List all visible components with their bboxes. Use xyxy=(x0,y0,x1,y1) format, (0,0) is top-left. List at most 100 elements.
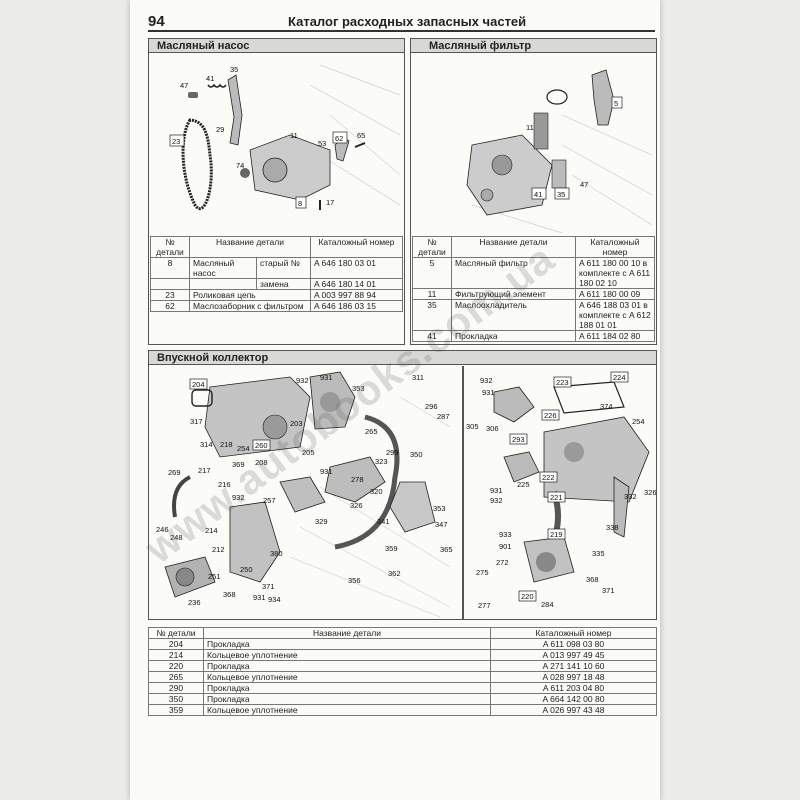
callout-326: 326 xyxy=(350,501,363,510)
callout-62: 62 xyxy=(335,134,343,143)
callout-299: 299 xyxy=(386,448,399,457)
callout-226: 226 xyxy=(544,411,557,420)
intake-right-diagram: 932 931 223 224 305 306 226 374 254 293 … xyxy=(466,371,656,610)
callout-250: 250 xyxy=(240,565,253,574)
table-row: 220 Прокладка A 271 141 10 60 xyxy=(148,660,657,672)
callout-17: 17 xyxy=(326,198,334,207)
callout-35: 35 xyxy=(557,190,565,199)
callout-353: 353 xyxy=(352,384,365,393)
callout-934: 934 xyxy=(268,595,281,604)
callout-260: 260 xyxy=(255,441,268,450)
callout-320: 320 xyxy=(370,487,383,496)
header-rule xyxy=(148,30,655,32)
oil-filter-heading: Масляный фильтр xyxy=(410,38,657,53)
callout-47: 47 xyxy=(180,81,188,90)
col-header-num: № детали xyxy=(150,236,190,258)
intake-divider xyxy=(462,366,464,620)
callout-932: 932 xyxy=(490,496,503,505)
table-row: 265 Кольцевое уплотнение A 028 997 18 48 xyxy=(148,671,657,683)
callout-332: 332 xyxy=(624,492,637,501)
table-row: 5 Масляный фильтр A 611 180 00 10 в комп… xyxy=(412,257,655,289)
oil-pump-diagram: 47 41 35 29 23 11 62 65 53 74 8 17 xyxy=(169,64,401,210)
callout-931: 931 xyxy=(253,593,266,602)
callout-23: 23 xyxy=(172,137,180,146)
callout-293: 293 xyxy=(512,435,525,444)
callout-254: 254 xyxy=(632,417,645,426)
callout-212: 212 xyxy=(212,545,225,554)
callout-47: 47 xyxy=(580,180,588,189)
callout-369: 369 xyxy=(232,460,245,469)
table-row: 11 Фильтрующий элемент A 611 180 00 09 xyxy=(412,288,655,300)
callout-223: 223 xyxy=(556,378,569,387)
callout-933: 933 xyxy=(499,530,512,539)
callout-41: 41 xyxy=(206,74,214,83)
callout-287: 287 xyxy=(437,412,450,421)
callout-329: 329 xyxy=(315,517,328,526)
table-row: 35 Маслоохладитель A 646 188 03 01 в ком… xyxy=(412,299,655,331)
callout-41: 41 xyxy=(534,190,542,199)
callout-254: 254 xyxy=(237,444,250,453)
callout-371: 371 xyxy=(602,586,615,595)
intake-table: № детали Название детали Каталожный номе… xyxy=(148,627,657,716)
table-row: 290 Прокладка A 611 203 04 80 xyxy=(148,682,657,694)
callout-305: 305 xyxy=(466,422,479,431)
callout-932: 932 xyxy=(480,376,493,385)
callout-225: 225 xyxy=(517,480,530,489)
callout-74: 74 xyxy=(236,161,244,170)
callout-341: 341 xyxy=(377,517,390,526)
col-header-cat: Каталожный номер xyxy=(575,236,655,258)
callout-356: 356 xyxy=(348,576,361,585)
callout-284: 284 xyxy=(541,600,554,609)
oil-filter-diagram: 5 11 41 35 47 xyxy=(466,69,653,234)
callout-29: 29 xyxy=(216,125,224,134)
oil-pump-heading: Масляный насос xyxy=(148,38,405,53)
callout-11: 11 xyxy=(290,131,298,140)
page-number: 94 xyxy=(148,13,165,30)
callout-371: 371 xyxy=(262,582,275,591)
table-row: 214 Кольцевое уплотнение A 013 997 49 45 xyxy=(148,649,657,661)
callout-932: 932 xyxy=(232,493,245,502)
callout-311: 311 xyxy=(412,373,424,382)
table-row: 62 Маслозаборник с фильтром A 646 186 03… xyxy=(150,300,403,312)
callout-931: 931 xyxy=(490,486,503,495)
callout-219: 219 xyxy=(550,530,563,539)
callout-65: 65 xyxy=(357,131,365,140)
callout-248: 248 xyxy=(170,533,183,542)
table-row: 204 Прокладка A 611 098 03 80 xyxy=(148,638,657,650)
callout-901: 901 xyxy=(499,542,512,551)
callout-353: 353 xyxy=(433,504,446,513)
callout-347: 347 xyxy=(435,520,448,529)
callout-377: 277 xyxy=(478,601,491,610)
callout-314: 314 xyxy=(200,440,213,449)
callout-326: 326 xyxy=(644,488,656,497)
table-row: 23 Роликовая цепь A 003 997 88 94 xyxy=(150,289,403,301)
callout-350: 350 xyxy=(410,450,423,459)
table-row: замена A 646 180 14 01 xyxy=(150,278,403,290)
callout-338: 338 xyxy=(606,523,619,532)
callout-251: 251 xyxy=(208,572,221,581)
callout-931: 931 xyxy=(482,388,495,397)
table-row: 359 Кольцевое уплотнение A 026 997 43 48 xyxy=(148,704,657,716)
table-row: 41 Прокладка A 611 184 02 80 xyxy=(412,330,655,342)
page-title: Каталог расходных запасных частей xyxy=(288,14,527,29)
callout-306: 306 xyxy=(486,424,499,433)
callout-11: 11 xyxy=(526,123,534,132)
callout-5: 5 xyxy=(614,99,618,108)
callout-362: 362 xyxy=(388,569,401,578)
callout-214: 214 xyxy=(205,526,218,535)
callout-204: 204 xyxy=(192,380,205,389)
callout-368: 368 xyxy=(223,590,236,599)
callout-275: 275 xyxy=(476,568,489,577)
callout-374: 374 xyxy=(600,402,613,411)
callout-931: 931 xyxy=(320,467,333,476)
callout-221: 221 xyxy=(550,493,563,502)
table-row: 350 Прокладка A 664 142 00 80 xyxy=(148,693,657,705)
oil-pump-table: № детали Название детали Каталожный номе… xyxy=(150,236,403,312)
callout-35: 35 xyxy=(230,65,238,74)
callout-218: 218 xyxy=(220,440,233,449)
col-header-cat: Каталожный номер xyxy=(310,236,403,258)
callout-236: 236 xyxy=(188,598,201,607)
callout-317: 317 xyxy=(190,417,203,426)
callout-246: 246 xyxy=(156,525,169,534)
callout-269: 269 xyxy=(168,468,181,477)
